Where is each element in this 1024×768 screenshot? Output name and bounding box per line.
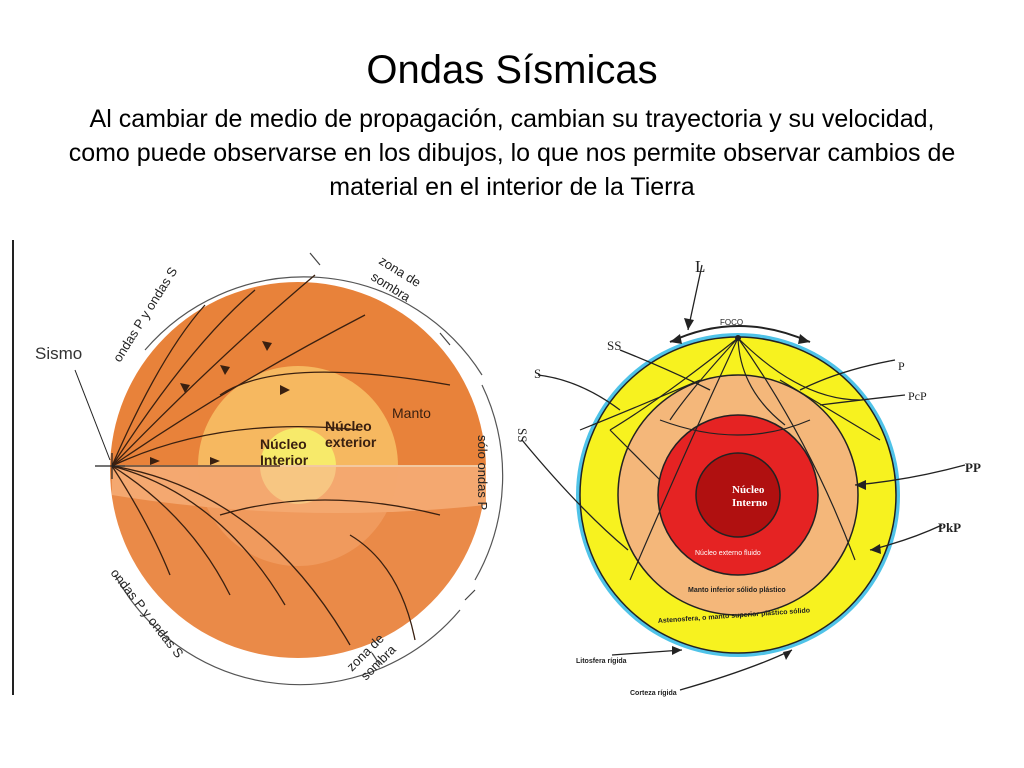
arc-ticks: [309, 252, 476, 666]
nucleo-interior-label-1: Núcleo: [260, 436, 307, 452]
nucleo-externo-label: Núcleo externo fluido: [695, 550, 761, 557]
corteza-label: Corteza rígida: [630, 690, 677, 697]
focus-point: [735, 335, 741, 341]
solo-ondas-p-label: sólo ondas P: [475, 435, 490, 510]
inner-core: [260, 428, 336, 466]
left-divider-line: [12, 240, 14, 695]
ss-top-label: SS: [607, 338, 621, 353]
pcp-label: PcP: [908, 389, 927, 403]
ray-paths-lower: [111, 465, 441, 646]
outer-arc-bottom: [114, 574, 461, 686]
page-subtitle: Al cambiar de medio de propagación, camb…: [68, 105, 956, 201]
wave-paths: [579, 337, 881, 581]
sismo-label: Sismo: [35, 344, 82, 363]
earth-layers-diagram: FOCO L SS S SS P PcP PP PkP Núcleo Inter…: [515, 257, 981, 697]
nucleo-interno-label-2: Interno: [732, 497, 768, 509]
ray-paths-upper: [111, 274, 451, 467]
pkp-label: PkP: [938, 520, 961, 535]
page-title: Ondas Sísmicas: [366, 48, 658, 92]
nucleo-exterior-label-2: exterior: [325, 434, 377, 450]
pointer-arrows: [672, 318, 881, 660]
pp-label: PP: [965, 460, 981, 475]
outer-core: [198, 366, 398, 466]
manto-inferior-label: Manto inferior sólido plástico: [688, 587, 786, 594]
ray-arrows: [150, 341, 290, 465]
pointer-lines: [521, 264, 966, 691]
p-label: P: [898, 359, 905, 373]
focus-arc: [669, 325, 811, 343]
l-wave-label: L: [695, 257, 705, 276]
manto-label: Manto: [392, 405, 431, 421]
nucleo-exterior-label-1: Núcleo: [325, 418, 372, 434]
earth-seismic-diagram: Sismo Manto Núcleo exterior Núcleo Inter…: [35, 252, 504, 686]
nucleo-interno-label-1: Núcleo: [732, 484, 765, 496]
inner-core-layer: [695, 452, 781, 538]
litosfera-label: Litosfera rígida: [576, 658, 627, 665]
ss-left-label: SS: [515, 428, 530, 442]
s-left-label: S: [534, 366, 541, 381]
foco-label: FOCO: [720, 318, 743, 327]
outer-arc-top: [144, 276, 483, 376]
nucleo-interior-label-2: Interior: [260, 452, 309, 468]
